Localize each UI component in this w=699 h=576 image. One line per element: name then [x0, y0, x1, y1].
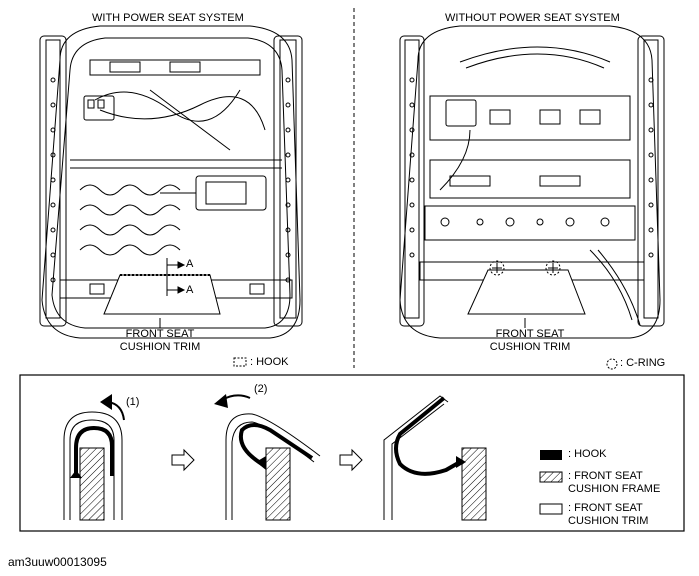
frame-legend-line1: : FRONT SEAT — [568, 470, 643, 482]
trim-legend-line2: CUSHION TRIM — [568, 515, 649, 527]
right-trim-label: FRONT SEAT CUSHION TRIM — [480, 328, 580, 354]
left-cushion-trim — [103, 274, 221, 315]
left-trim-label: FRONT SEAT CUSHION TRIM — [110, 328, 210, 354]
right-trim-label-line2: CUSHION TRIM — [489, 341, 571, 353]
left-trim-label-line2: CUSHION TRIM — [119, 341, 201, 353]
left-panel-title: WITH POWER SEAT SYSTEM — [92, 12, 244, 24]
hook-dashed-legend-label: : HOOK — [250, 356, 289, 368]
step-arrow-2 — [339, 448, 363, 472]
c-ring-legend-label: : C-RING — [620, 357, 666, 369]
c-ring-markers — [489, 260, 618, 370]
hook-legend-swatch — [540, 450, 562, 460]
step1-detail — [63, 394, 125, 521]
right-cushion-trim — [467, 269, 586, 315]
trim-legend-line1: : FRONT SEAT — [568, 502, 643, 514]
step2-number: (2) — [254, 383, 268, 395]
section-mark-upper: A — [186, 258, 194, 270]
frame-legend-line2: CUSHION FRAME — [568, 483, 661, 495]
hook-dashed-legend-icon — [233, 357, 247, 367]
right-trim-label-line1: FRONT SEAT — [495, 328, 565, 340]
trim-legend-swatch — [539, 503, 563, 515]
left-seat-frame-drawing — [39, 25, 303, 339]
right-seat-frame-drawing — [399, 25, 665, 339]
section-mark-lower: A — [186, 284, 194, 296]
hook-legend-label: : HOOK — [568, 448, 607, 460]
frame-legend-label: : FRONT SEAT CUSHION FRAME — [568, 470, 660, 496]
section-a-markers — [166, 258, 186, 296]
trim-legend-label: : FRONT SEAT CUSHION TRIM — [568, 502, 648, 528]
step3-detail — [383, 395, 487, 521]
c-ring-legend-icon — [606, 358, 618, 370]
step2-detail — [214, 394, 321, 521]
step1-number: (1) — [126, 396, 140, 408]
detail-box — [19, 374, 685, 532]
step-arrow-1 — [171, 448, 195, 472]
left-trim-label-line1: FRONT SEAT — [125, 328, 195, 340]
frame-legend-swatch — [539, 471, 563, 483]
image-code: am3uuw00013095 — [8, 555, 107, 569]
right-panel-title: WITHOUT POWER SEAT SYSTEM — [445, 12, 620, 24]
